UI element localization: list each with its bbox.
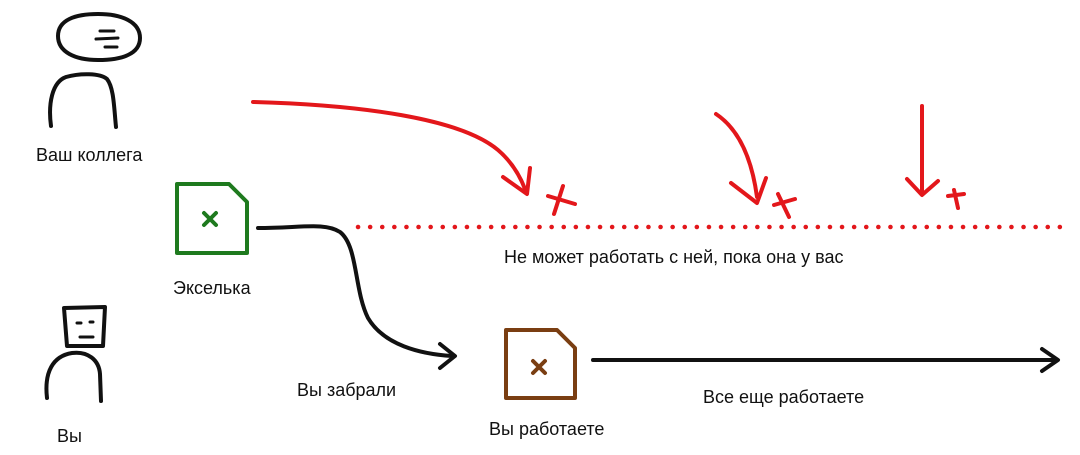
- attempt-arrow-1: [251, 100, 532, 196]
- attempt-arrow-3: [905, 104, 940, 197]
- cannot-work-label: Не может работать с ней, пока она у вас: [504, 247, 844, 267]
- excel-file-icon: [175, 182, 249, 255]
- file-in-use-icon: [504, 328, 577, 400]
- attempt-2-x-mark-icon: [772, 192, 797, 219]
- take-file-arrow: [256, 224, 457, 370]
- you-work-label: Вы работаете: [489, 419, 605, 439]
- still-working-label: Все еще работаете: [703, 387, 865, 407]
- attempt-1-x-mark-icon: [546, 184, 577, 216]
- still-working-arrow: [591, 347, 1060, 373]
- you-label: Вы: [57, 426, 82, 446]
- you-figure-icon: [44, 305, 107, 403]
- colleague-label: Ваш коллега: [36, 145, 143, 165]
- colleague-figure-icon: [48, 12, 142, 129]
- attempt-arrow-2: [714, 112, 768, 205]
- excel-file-label: Экселька: [173, 278, 251, 298]
- took-it-label: Вы забрали: [297, 380, 397, 400]
- attempt-3-x-mark-icon: [946, 188, 966, 210]
